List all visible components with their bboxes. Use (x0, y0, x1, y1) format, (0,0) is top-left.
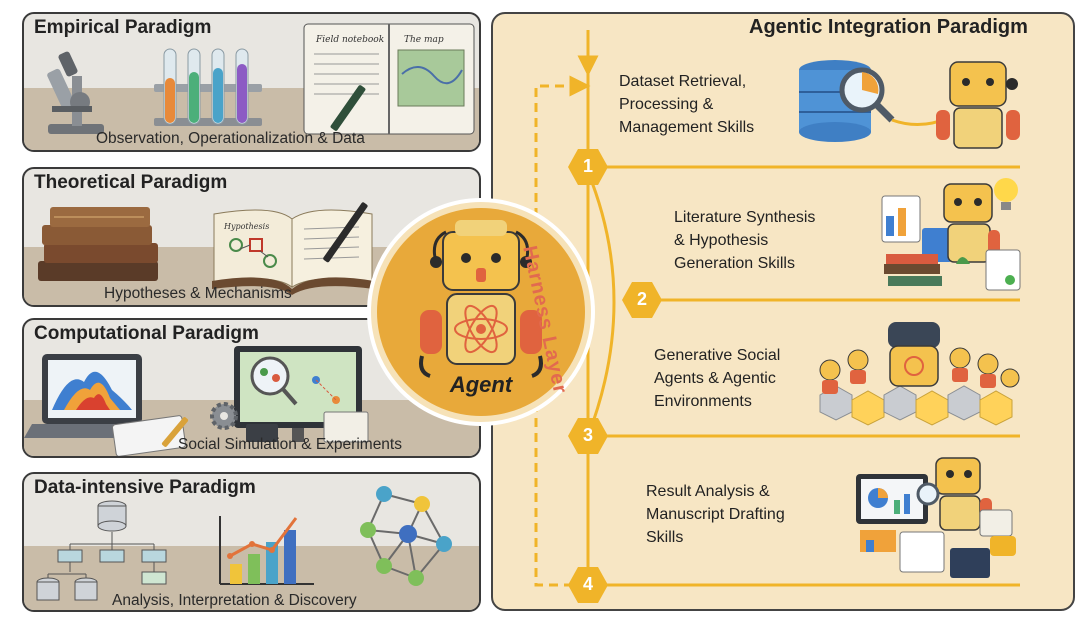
step-hexagon-2 (622, 282, 662, 318)
notebook-left-heading: Field notebook (315, 35, 384, 45)
skill-text-1: Dataset Retrieval, Processing & Manageme… (619, 70, 754, 139)
agent-robot-icon (367, 198, 595, 426)
step-number-3: 3 (582, 425, 593, 445)
panel-title: Empirical Paradigm (34, 17, 212, 38)
bar-chart-icon (219, 516, 314, 585)
skill-line: Dataset Retrieval, (619, 73, 747, 90)
robot-helper-icon (936, 61, 1020, 149)
microscope-icon (47, 51, 104, 134)
gears-icon (210, 402, 369, 443)
notebook-right-heading: The map (404, 35, 444, 45)
skill-text-4: Result Analysis & Manuscript Drafting Sk… (646, 480, 785, 549)
skill-line: Generative Social (654, 347, 781, 364)
database-hierarchy-icon (36, 500, 167, 601)
data-intensive-paradigm-panel: Data-intensive Paradigm Analysis, Interp… (22, 472, 481, 612)
agent-label: Agent (449, 372, 513, 397)
skill-line: Manuscript Drafting (646, 506, 785, 523)
panel-title: Agentic Integration Paradigm (749, 16, 1028, 38)
harness-arc (586, 171, 616, 437)
step-number-4: 4 (582, 574, 593, 594)
skill-line: Agents & Agentic (654, 370, 776, 387)
panel-title: Computational Paradigm (34, 323, 259, 344)
step-hexagon-4 (568, 567, 608, 603)
computational-illustration (24, 346, 369, 456)
panel-caption: Observation, Operationalization & Data (96, 130, 365, 147)
skill-line: Result Analysis & (646, 483, 770, 500)
simulation-monitor-icon (234, 346, 362, 442)
empirical-illustration: Field notebook The map (47, 23, 475, 135)
skill-line: Generation Skills (674, 255, 795, 272)
skill-line: & Hypothesis (674, 232, 769, 249)
book-stack-icon (38, 207, 158, 281)
empirical-paradigm-panel: Field notebook The map Empirical Paradig… (22, 12, 481, 152)
panel-caption: Analysis, Interpretation & Discovery (112, 592, 357, 609)
panel-title: Theoretical Paradigm (34, 172, 228, 193)
literature-hypothesis-icon (881, 178, 1021, 291)
skill-text-2: Literature Synthesis & Hypothesis Genera… (674, 206, 815, 275)
data-intensive-illustration (36, 486, 452, 601)
panel-title: Data-intensive Paradigm (34, 477, 256, 498)
field-notebook-icon: Field notebook The map (303, 23, 475, 135)
network-graph-icon (360, 486, 452, 586)
test-tubes-icon (154, 48, 262, 126)
tablet-icon (112, 415, 189, 456)
laptop-icon (24, 354, 162, 438)
analysis-manuscript-icon (856, 457, 1016, 578)
database-search-icon (799, 60, 949, 142)
skill-line: Processing & (619, 96, 714, 113)
panel-caption: Social Simulation & Experiments (178, 436, 402, 453)
skill-line: Environments (654, 393, 752, 410)
skill-line: Literature Synthesis (674, 209, 816, 226)
skill-line: Management Skills (619, 119, 755, 136)
step-hexagon-1 (568, 149, 608, 185)
step-number-1: 1 (582, 156, 593, 176)
skill-text-3: Generative Social Agents & Agentic Envir… (654, 344, 780, 413)
social-agents-environment-icon (819, 322, 1020, 426)
step-hexagon-3 (568, 418, 608, 454)
panel-caption: Hypotheses & Mechanisms (104, 285, 292, 302)
step-number-2: 2 (636, 289, 647, 309)
skill-line: Skills (646, 529, 684, 546)
book-heading: Hypothesis (223, 222, 269, 231)
